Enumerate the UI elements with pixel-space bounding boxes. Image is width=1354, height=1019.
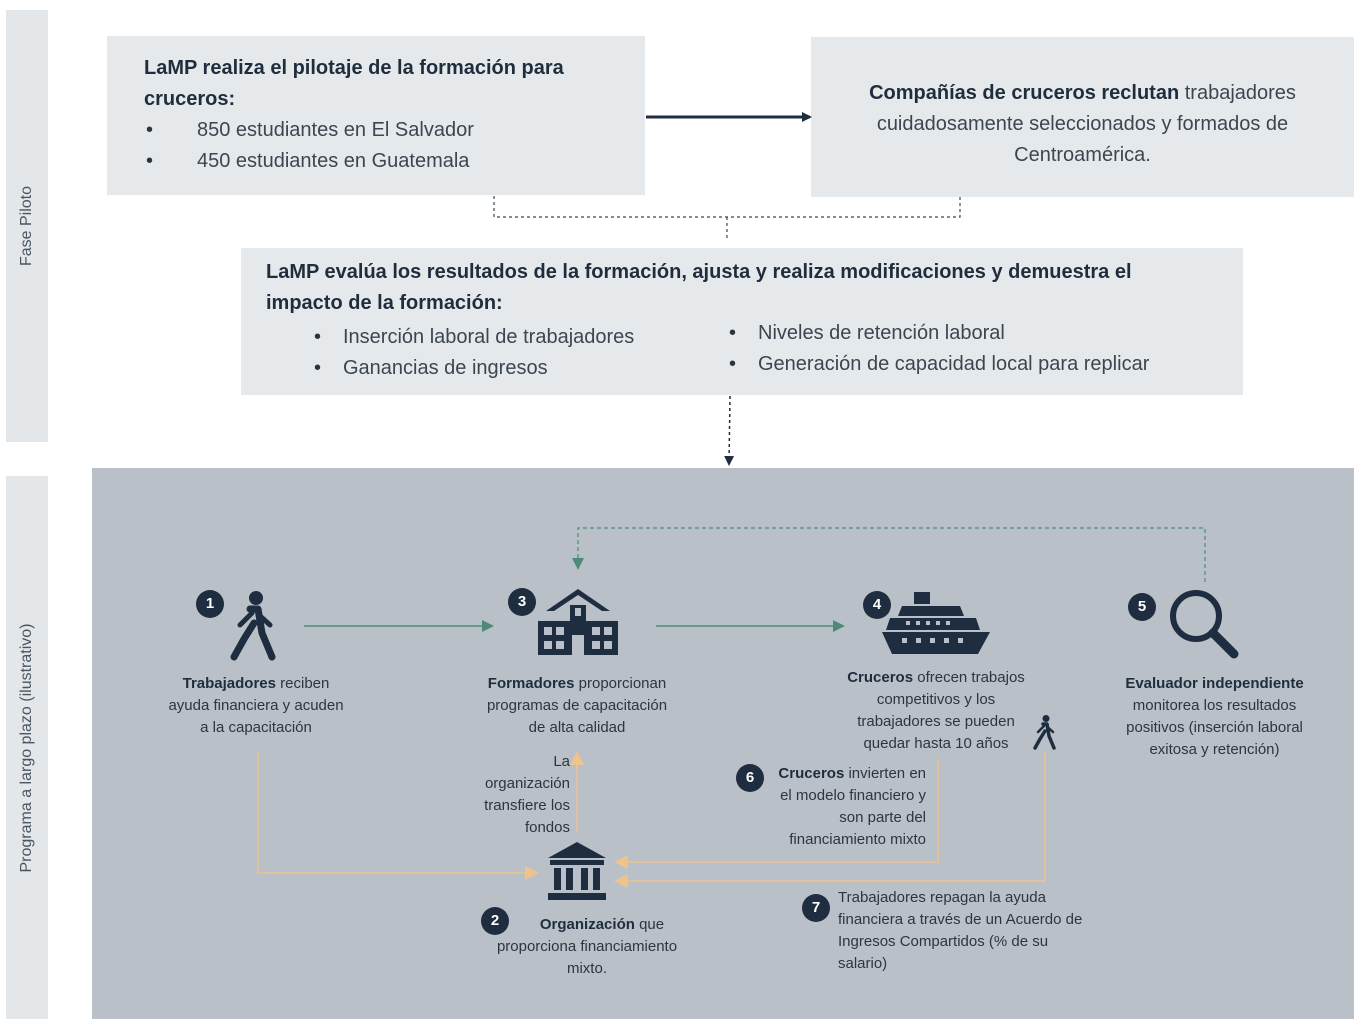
step-badge-5: 5 xyxy=(1128,593,1156,621)
worker-bold: Trabajadores xyxy=(182,675,276,692)
pilot-phase-sidebar: Fase Piloto xyxy=(6,10,48,442)
evaluator-line2: monitorea los resultados xyxy=(1132,697,1297,714)
eval-bullets-right: Niveles de retención laboral Generación … xyxy=(725,318,1149,380)
investment-line1: Cruceros invierten en xyxy=(752,763,926,785)
cruise-recruit-box: Compañías de cruceros reclutan trabajado… xyxy=(811,37,1354,197)
cruise-box-line2: cuidadosamente seleccionados y formados … xyxy=(876,113,1289,135)
worker-repayment-arrow xyxy=(614,752,1046,888)
cruise-rest: ofrecen trabajos xyxy=(913,669,1025,686)
worker-rest: reciben xyxy=(276,675,330,692)
evaluator-line4: exitosa y retención) xyxy=(1149,741,1280,758)
walking-person-icon xyxy=(230,591,276,661)
investment-rest: invierten en xyxy=(844,765,926,782)
school-building-icon xyxy=(538,589,618,655)
long-term-program-panel xyxy=(92,468,1354,1019)
repayment-text: Trabajadores repagan la ayuda financiera… xyxy=(838,887,1128,975)
evaluation-box: LaMP evalúa los resultados de la formaci… xyxy=(241,248,1243,395)
magnifying-glass-icon xyxy=(1170,590,1239,659)
cruise-node-text: Cruceros ofrecen trabajos competitivos y… xyxy=(826,667,1046,755)
eval-box-title-line1: LaMP evalúa los resultados de la formaci… xyxy=(266,261,1132,283)
organization-line2: proporciona financiamiento xyxy=(496,938,678,955)
trainer-node-text: Formadores proporcionan programas de cap… xyxy=(462,673,692,739)
worker-to-organization-arrow xyxy=(257,752,539,880)
transfer-line3: transfiere los xyxy=(484,797,570,814)
pilot-bullet: 450 estudiantes en Guatemala xyxy=(144,146,645,177)
organization-node-text: Organización que proporciona financiamie… xyxy=(472,914,702,980)
pilot-box-bullets: 850 estudiantes en El Salvador 450 estud… xyxy=(144,115,645,177)
cruise-box-line3: Centroamérica. xyxy=(1014,144,1151,166)
repayment-line4: salario) xyxy=(838,955,888,972)
step-badge-6: 6 xyxy=(736,764,764,792)
cruise-investment-text: Cruceros invierten en el modelo financie… xyxy=(752,763,926,851)
pilot-box-title-line1: LaMP realiza el pilotaje de la formación… xyxy=(144,57,564,79)
investment-line3: son parte del xyxy=(839,809,926,826)
eval-bullets-left: Inserción laboral de trabajadores Gananc… xyxy=(310,322,634,384)
bracket-dashed-connector xyxy=(493,196,961,240)
trainer-rest: proporcionan xyxy=(574,675,667,692)
eval-to-program-arrow xyxy=(724,395,735,466)
worker-line2: ayuda financiera y acuden xyxy=(168,697,344,714)
organization-line1: Organización que xyxy=(472,914,702,936)
worker-line3: a la capacitación xyxy=(200,719,312,736)
repayment-line3: Ingresos Compartidos (% de su xyxy=(838,933,1049,950)
organization-line3: mixto. xyxy=(566,960,607,977)
cruise-bold: Cruceros xyxy=(847,669,914,686)
investment-line4: financiamiento mixto xyxy=(789,831,926,848)
eval-box-title-line2: impacto de la formación: xyxy=(266,292,503,314)
step-badge-1: 1 xyxy=(196,590,224,618)
pilot-bullet: 850 estudiantes en El Salvador xyxy=(144,115,645,146)
step-badge-7: 7 xyxy=(802,894,830,922)
trainer-line1: Formadores proporcionan xyxy=(462,673,692,695)
small-walking-person-icon xyxy=(1033,715,1056,750)
cruise-line2: competitivos y los xyxy=(876,691,996,708)
evaluator-line1: Evaluador independiente xyxy=(1102,673,1327,695)
trainer-line3: de alta calidad xyxy=(528,719,626,736)
cruise-box-line1-rest: trabajadores xyxy=(1179,82,1296,104)
cruise-box-line1: Compañías de cruceros reclutan trabajado… xyxy=(811,78,1354,109)
eval-bullet: Inserción laboral de trabajadores xyxy=(310,322,634,353)
cruise-line3: trabajadores se pueden xyxy=(857,713,1015,730)
eval-bullet: Ganancias de ingresos xyxy=(310,353,634,384)
step-badge-3: 3 xyxy=(508,588,536,616)
cruise-line4: quedar hasta 10 años xyxy=(863,735,1009,752)
organization-rest: que xyxy=(634,916,665,933)
evaluator-bold: Evaluador independiente xyxy=(1125,675,1304,692)
pilot-training-box: LaMP realiza el pilotaje de la formación… xyxy=(107,36,645,195)
evaluator-line3: positivos (inserción laboral xyxy=(1126,719,1303,736)
cruise-investment-arrow xyxy=(614,760,939,869)
trainer-line2: programas de capacitación xyxy=(486,697,668,714)
cruise-ship-icon xyxy=(882,592,990,654)
step-badge-2: 2 xyxy=(481,907,509,935)
trainer-bold: Formadores xyxy=(487,675,575,692)
long-term-sidebar: Programa a largo plazo (ilustrativo) xyxy=(6,476,48,1019)
eval-bullet: Generación de capacidad local para repli… xyxy=(725,349,1149,380)
cruise-line1: Cruceros ofrecen trabajos xyxy=(826,667,1046,689)
transfer-line2: organización xyxy=(484,775,570,792)
step-badge-4: 4 xyxy=(863,591,891,619)
transfer-line4: fondos xyxy=(524,819,570,836)
worker-node-text: Trabajadores reciben ayuda financiera y … xyxy=(146,673,366,739)
cruise-box-bold: Compañías de cruceros reclutan xyxy=(869,82,1180,104)
evaluator-node-text: Evaluador independiente monitorea los re… xyxy=(1102,673,1327,761)
eval-bullet: Niveles de retención laboral xyxy=(725,318,1149,349)
transfer-line1: La xyxy=(553,753,570,770)
repayment-line1: Trabajadores repagan la ayuda xyxy=(838,889,1046,906)
bank-icon xyxy=(548,842,606,900)
investment-line2: el modelo financiero y xyxy=(780,787,926,804)
organization-bold: Organización xyxy=(539,916,635,933)
repayment-line2: financiera a través de un Acuerdo de xyxy=(838,911,1083,928)
investment-bold: Cruceros xyxy=(778,765,845,782)
worker-line1: Trabajadores reciben xyxy=(146,673,366,695)
evaluator-feedback-arrow xyxy=(572,527,1206,582)
pilot-box-title-line2: cruceros: xyxy=(144,88,236,110)
transfer-funds-note: La organización transfiere los fondos xyxy=(466,751,570,839)
